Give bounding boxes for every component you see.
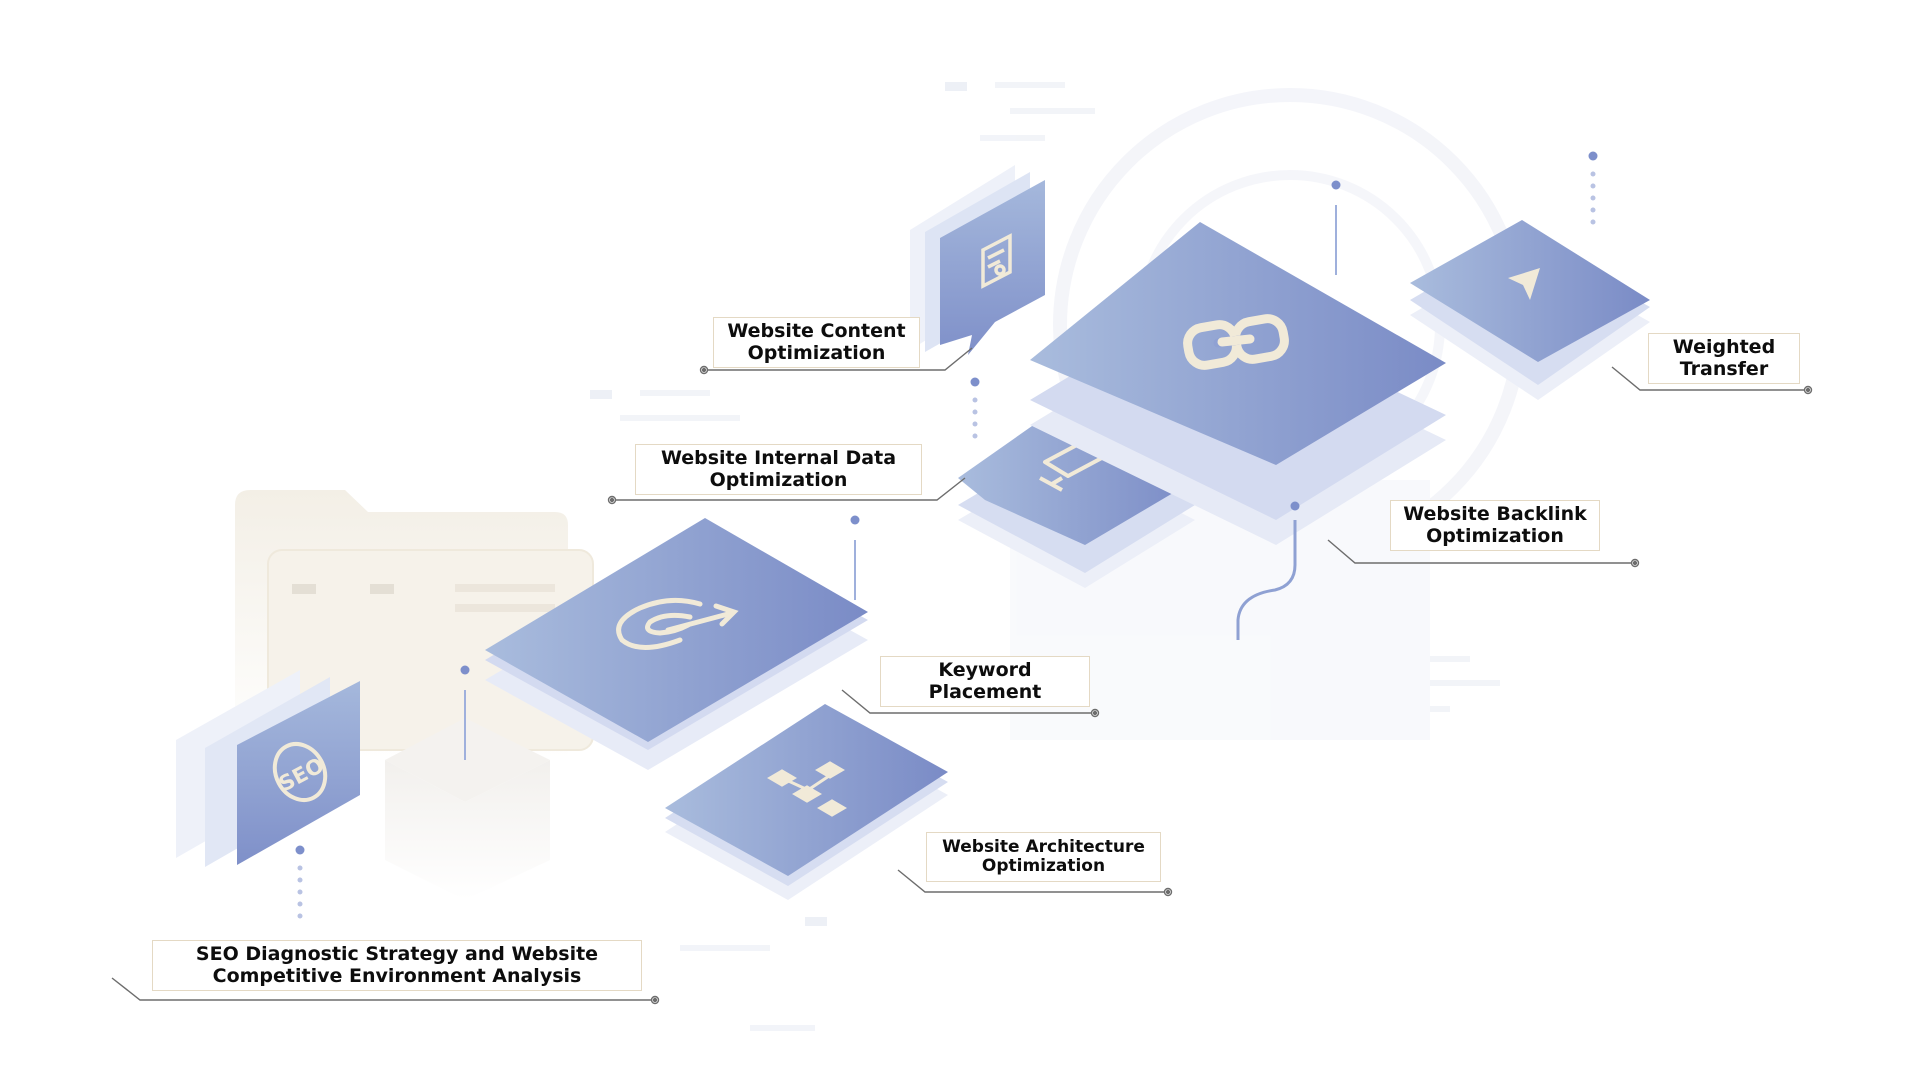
label-line: Optimization [981,856,1106,876]
chain-link-icon [1183,314,1289,370]
document-tile [910,165,1045,355]
label-website-architecture-optimization: Website Architecture Optimization [926,832,1161,882]
label-seo-diagnostic-strategy: SEO Diagnostic Strategy and Website Comp… [152,940,642,991]
label-line: Competitive Environment Analysis [212,964,582,987]
backlink-tile [1030,222,1446,545]
seo-panel: SEO [176,670,360,867]
label-weighted-transfer: Weighted Transfer [1648,333,1800,384]
target-arrow-icon [616,597,739,650]
sitemap-icon [767,761,847,817]
label-website-backlink-optimization: Website Backlink Optimization [1390,500,1600,551]
label-line: Placement [928,680,1042,703]
label-line: Website Internal Data [660,447,897,470]
document-icon [981,233,1012,289]
label-line: Optimization [1426,524,1564,547]
pedestal-box [385,718,550,900]
label-website-content-optimization: Website Content Optimization [713,317,920,368]
monitor-tile [958,405,1195,588]
label-website-internal-data-optimization: Website Internal Data Optimization [635,444,922,495]
label-line: Transfer [1679,357,1769,380]
leader-lines [111,347,1813,1005]
label-keyword-placement: Keyword Placement [880,656,1090,707]
label-line: Website Content [727,320,906,343]
label-line: Website Backlink [1403,503,1587,526]
label-line: Optimization [709,468,848,491]
label-line: Keyword [938,659,1032,682]
vertical-connectors [295,151,1598,919]
cursor-arrow-icon [1508,268,1540,300]
keyword-tile [485,518,868,770]
weighted-tile [1410,220,1650,400]
architecture-tile [665,704,948,900]
label-line: Optimization [747,341,886,364]
label-line: Weighted [1672,336,1776,359]
label-line: SEO Diagnostic Strategy and Website [195,943,599,966]
label-line: Website Architecture [942,836,1145,857]
